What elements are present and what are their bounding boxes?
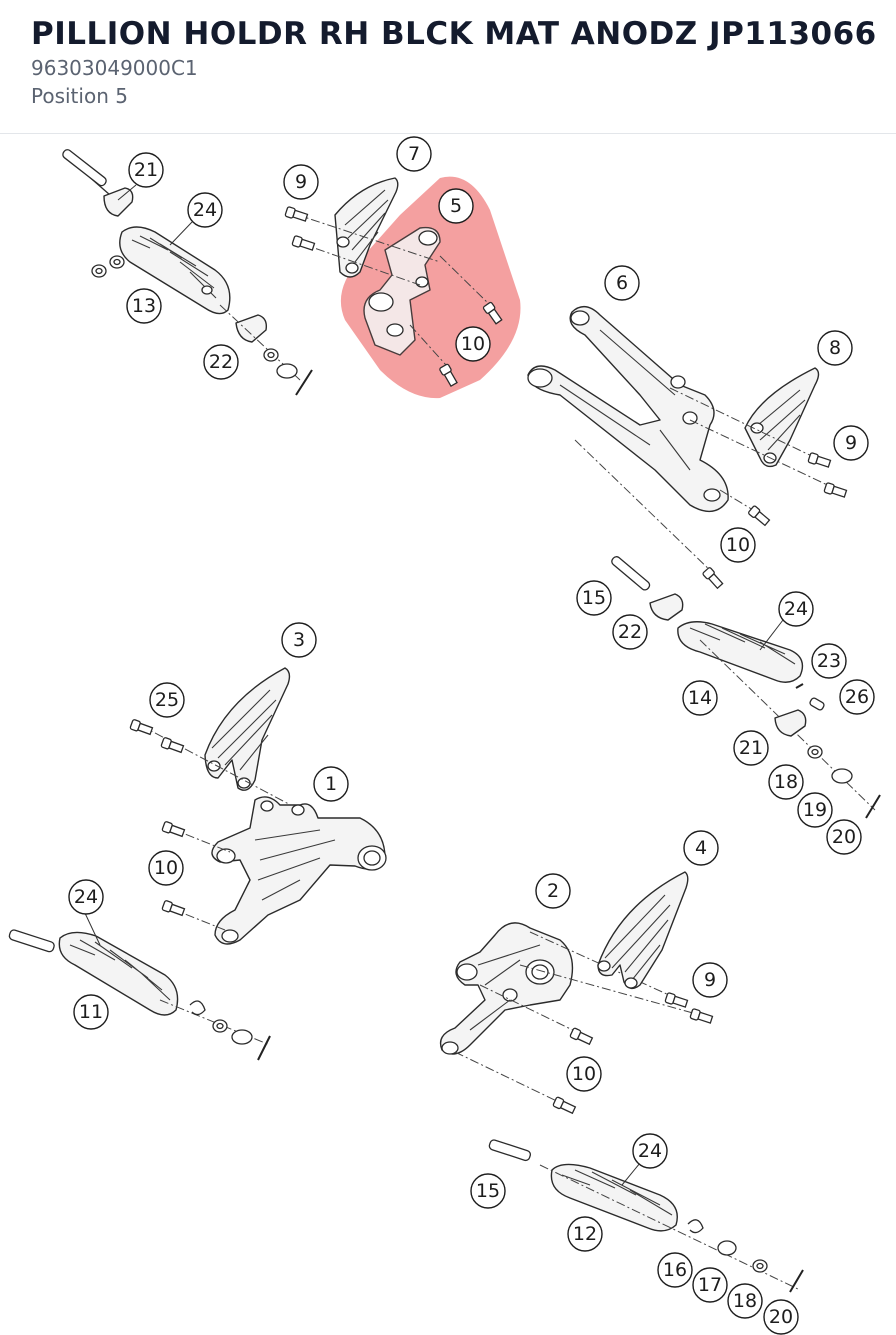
callout-15[interactable]: 15: [470, 1173, 506, 1209]
pillion-arm-6: [527, 306, 772, 590]
footpeg-assembly-left-lower: [8, 929, 271, 1061]
svg-text:10: 10: [461, 333, 485, 355]
callout-3[interactable]: 3: [281, 622, 317, 658]
svg-text:15: 15: [582, 587, 606, 609]
svg-text:4: 4: [695, 837, 707, 859]
svg-text:10: 10: [154, 857, 178, 879]
callout-24[interactable]: 24: [778, 591, 814, 627]
callout-20[interactable]: 20: [763, 1299, 799, 1335]
svg-text:19: 19: [803, 799, 827, 821]
callout-24[interactable]: 24: [187, 192, 223, 228]
svg-text:12: 12: [573, 1223, 597, 1245]
svg-text:11: 11: [79, 1001, 103, 1023]
callout-24[interactable]: 24: [632, 1133, 668, 1169]
exploded-parts-diagram: 21 24 13 22 7 9 5 10 6 8 9 10 15 22 24 2…: [8, 136, 881, 1335]
svg-text:15: 15: [476, 1180, 500, 1202]
svg-text:22: 22: [618, 621, 642, 643]
rider-bracket-1: [161, 796, 387, 945]
callout-25[interactable]: 25: [149, 682, 185, 718]
callout-22[interactable]: 22: [612, 614, 648, 650]
callout-1[interactable]: 1: [313, 766, 349, 802]
svg-text:26: 26: [845, 686, 869, 708]
svg-text:24: 24: [193, 199, 217, 221]
callout-4[interactable]: 4: [683, 830, 719, 866]
footpeg-assembly-top-left: [62, 149, 313, 396]
callout-14[interactable]: 14: [682, 680, 718, 716]
svg-text:24: 24: [784, 598, 808, 620]
svg-text:20: 20: [832, 826, 856, 848]
svg-text:14: 14: [688, 687, 712, 709]
callout-24[interactable]: 24: [68, 879, 104, 915]
svg-text:16: 16: [663, 1259, 687, 1281]
svg-text:24: 24: [638, 1140, 662, 1162]
callout-7[interactable]: 7: [396, 136, 432, 172]
callout-10[interactable]: 10: [455, 326, 491, 362]
svg-text:17: 17: [698, 1274, 722, 1296]
callout-16[interactable]: 16: [657, 1252, 693, 1288]
callout-9[interactable]: 9: [692, 962, 728, 998]
svg-text:8: 8: [829, 337, 841, 359]
callout-5[interactable]: 5: [438, 188, 474, 224]
callout-8[interactable]: 8: [817, 330, 853, 366]
part-title: PILLION HOLDR RH BLCK MAT ANODZ JP113066: [31, 16, 877, 52]
svg-text:20: 20: [769, 1306, 793, 1328]
svg-text:24: 24: [74, 886, 98, 908]
heel-guard-4: [597, 871, 689, 990]
callout-11[interactable]: 11: [73, 994, 109, 1030]
callout-12[interactable]: 12: [567, 1216, 603, 1252]
footpeg-assembly-bottom: [488, 1139, 804, 1293]
svg-text:18: 18: [733, 1290, 757, 1312]
part-position: Position 5: [31, 84, 128, 108]
callout-21[interactable]: 21: [128, 152, 164, 188]
svg-text:25: 25: [155, 689, 179, 711]
callout-6[interactable]: 6: [604, 265, 640, 301]
callout-9[interactable]: 9: [833, 425, 869, 461]
callout-18[interactable]: 18: [768, 764, 804, 800]
part-number: 96303049000C1: [31, 56, 198, 80]
callout-9[interactable]: 9: [283, 164, 319, 200]
svg-text:21: 21: [134, 159, 158, 181]
callout-10[interactable]: 10: [720, 527, 756, 563]
svg-text:21: 21: [739, 737, 763, 759]
heel-guard-3: [129, 667, 301, 811]
svg-text:2: 2: [547, 880, 559, 902]
svg-text:22: 22: [209, 351, 233, 373]
callout-15[interactable]: 15: [576, 580, 612, 616]
callout-10[interactable]: 10: [148, 850, 184, 886]
callout-10[interactable]: 10: [566, 1056, 602, 1092]
svg-text:9: 9: [704, 969, 716, 991]
callout-23[interactable]: 23: [811, 643, 847, 679]
svg-text:5: 5: [450, 195, 462, 217]
svg-text:6: 6: [616, 272, 628, 294]
heel-guard-7: [284, 177, 441, 286]
svg-text:10: 10: [726, 534, 750, 556]
svg-text:13: 13: [132, 295, 156, 317]
svg-text:9: 9: [295, 171, 307, 193]
callout-22[interactable]: 22: [203, 344, 239, 380]
part-header: PILLION HOLDR RH BLCK MAT ANODZ JP113066…: [0, 0, 896, 134]
svg-text:18: 18: [774, 771, 798, 793]
svg-text:1: 1: [325, 773, 337, 795]
callout-17[interactable]: 17: [692, 1267, 728, 1303]
footpeg-assembly-right: [611, 556, 881, 819]
rider-bracket-2: [439, 922, 714, 1116]
leader-lines: [83, 184, 784, 1186]
callout-19[interactable]: 19: [797, 792, 833, 828]
svg-text:10: 10: [572, 1063, 596, 1085]
callout-20[interactable]: 20: [826, 819, 862, 855]
callout-2[interactable]: 2: [535, 873, 571, 909]
svg-text:23: 23: [817, 650, 841, 672]
callout-18[interactable]: 18: [727, 1283, 763, 1319]
callout-26[interactable]: 26: [839, 679, 875, 715]
callout-21[interactable]: 21: [733, 730, 769, 766]
svg-text:3: 3: [293, 629, 305, 651]
svg-text:9: 9: [845, 432, 857, 454]
callout-13[interactable]: 13: [126, 288, 162, 324]
heel-guard-8: [669, 367, 848, 500]
svg-text:7: 7: [408, 143, 420, 165]
